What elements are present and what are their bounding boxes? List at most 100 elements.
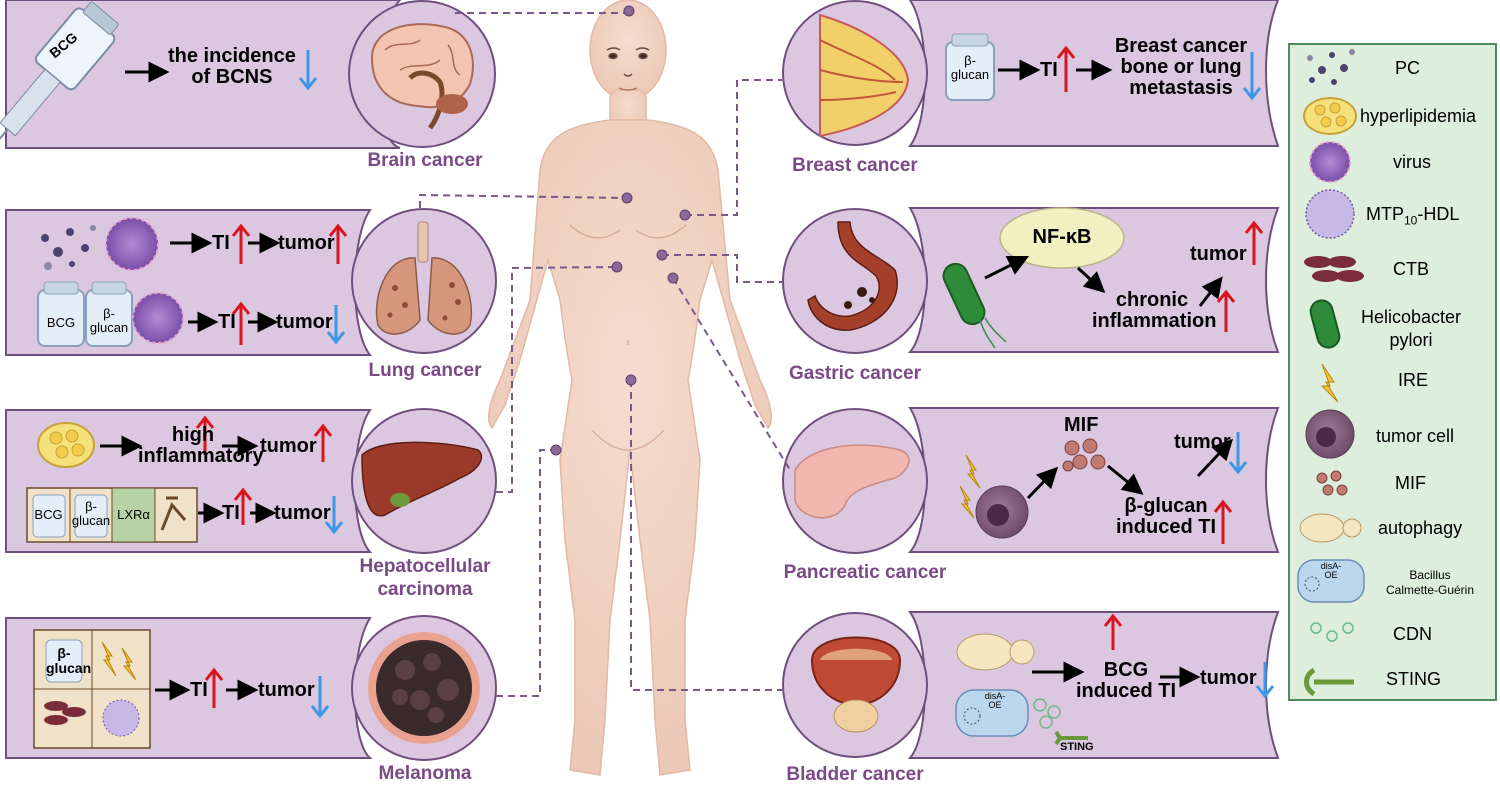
hyperlipidemia-icon (37, 422, 95, 468)
legend-bcg-icon (1297, 559, 1365, 603)
legend-helicobacter: Helicobacter pylori (1356, 306, 1466, 353)
mif-dots-icon (1062, 438, 1106, 472)
breast-outcome-line1: Breast cancer (1114, 35, 1248, 57)
legend-ctb: CTB (1393, 259, 1429, 279)
bladder-caption: Bladder cancer (786, 764, 924, 785)
liver-caption-line2: carcinoma (377, 578, 473, 600)
liver-bglucan-line1: β- (85, 499, 97, 514)
virus-icon-2 (132, 292, 184, 344)
legend-pc: PC (1395, 58, 1421, 78)
up-arrows (195, 45, 1264, 708)
down-arrow-breast (1242, 52, 1262, 101)
liver-caption-line1: Hepatocellular (359, 556, 491, 577)
legend-mif: MIF (1395, 473, 1426, 493)
legend-mtp-main: MTP (1366, 204, 1404, 224)
up-arrow-liver-high (195, 415, 215, 455)
legend-sting-icon (1304, 667, 1354, 697)
liver-organ-icon (361, 441, 483, 517)
down-arrow-brain (298, 50, 318, 91)
human-body (488, 0, 772, 776)
legend-autophagy: autophagy (1378, 518, 1463, 538)
pancreas-organ-icon (794, 444, 910, 519)
breast-bglucan-label: β- glucan (946, 54, 994, 81)
bcg-syringe-icon (0, 1, 119, 150)
pancreatic-bglucan-ti: β-glucan induced TI (1108, 496, 1224, 538)
pc-particles-icon (41, 225, 96, 270)
brain-text: the incidence of BCNS (168, 46, 296, 88)
up-arrow-pancreatic-ti (1213, 499, 1233, 544)
lung-bglucan-line2: glucan (89, 319, 129, 335)
liver-inflammatory: inflammatory (138, 445, 264, 467)
melanoma-bglucan-line2: glucan (46, 659, 92, 676)
bladder-bcg-ti: BCG induced TI (1076, 660, 1176, 702)
down-arrow-lung (326, 305, 346, 345)
lung-caption: Lung cancer (368, 360, 482, 381)
face (606, 47, 650, 91)
bladder-disa: disA- (984, 691, 1006, 701)
bladder-sting-label: STING (1060, 741, 1094, 753)
lung-bglucan-line1: β- (103, 306, 115, 321)
brain-text-line1: the incidence (168, 45, 296, 67)
legend-hp-line2: pylori (1389, 330, 1433, 351)
liver-high-inflammatory: high inflammatory (138, 425, 264, 467)
gastric-nfkb: NF-κB (1032, 226, 1092, 248)
breast-outcome-line3: metastasis (1129, 77, 1233, 99)
cdn-icon (1033, 698, 1061, 729)
pancreatic-tumor-cell-icon (975, 485, 1029, 539)
legend-helicobacter-icon (1309, 299, 1341, 349)
bladder-tumor: tumor (1200, 667, 1257, 689)
melanoma-treatment-grid (33, 629, 151, 749)
legend-disa-label: disA- OE (1316, 561, 1346, 581)
gastric-inflammation-text: chronic inflammation (1092, 289, 1217, 332)
up-arrow-melanoma-ti (204, 667, 224, 708)
legend-hyperlipidemia-icon (1303, 97, 1357, 135)
brain-organ-icon (370, 23, 474, 130)
legend-hp-line1: Helicobacter (1360, 307, 1462, 327)
legend-virus-icon (1309, 141, 1351, 183)
lung-bglucan-label: β- glucan (86, 307, 132, 334)
up-arrow-liver-ti (233, 487, 253, 525)
legend-cdn: CDN (1393, 624, 1432, 644)
gastric-inflammation: inflammation (1092, 310, 1217, 332)
up-arrow-lung-ti (231, 223, 251, 264)
pancreatic-bglucan: β-glucan (1124, 495, 1208, 517)
legend-bcg: Bacillus Calmette-Guérin (1368, 568, 1492, 598)
legend-virus-text: virus (1393, 152, 1432, 172)
gastric-arrow-2 (1076, 266, 1106, 294)
up-arrow-gastric-inflammation (1216, 289, 1236, 332)
gastric-chronic: chronic (1115, 289, 1189, 311)
bcg-bacterium-icon (955, 689, 1029, 737)
bglucan-vial-icon (85, 281, 133, 347)
legend-mtp-hdl-icon (1305, 189, 1355, 239)
legend-disa: disA- (1320, 561, 1342, 571)
liver-bglucan-line2: glucan (71, 512, 111, 528)
liver-bcg-label: BCG (34, 507, 63, 522)
gastric-arrow-3 (1198, 276, 1223, 307)
liver-tumor-2: tumor (274, 502, 331, 524)
legend-ire: IRE (1398, 370, 1429, 390)
legend-hyperlipidemia: hyperlipidemia (1360, 106, 1477, 126)
legend-mtp-sub: 10 (1404, 213, 1418, 228)
up-arrow-lung-tumor (328, 223, 348, 264)
lung-ti-1: TI (212, 232, 230, 254)
connectors (419, 12, 791, 697)
breast-organ-icon (819, 13, 910, 138)
up-arrow-lung-ti-2 (231, 301, 251, 345)
pancreatic-induced-ti: induced TI (1116, 516, 1216, 538)
gastric-caption: Gastric cancer (788, 363, 922, 384)
pancreatic-ire-icon (959, 454, 981, 519)
legend-oe: OE (1324, 570, 1338, 581)
liver-lxr-label: LXRα (117, 507, 150, 522)
breast-bglucan-line2: glucan (950, 66, 990, 82)
breast-ti: TI (1040, 59, 1058, 81)
legend-virus: virus (1393, 152, 1431, 173)
bladder-bcg: BCG (1103, 659, 1149, 681)
autophagy-icon (956, 633, 1035, 671)
lung-bcg-label: BCG (46, 315, 76, 330)
legend-tumor-cell-icon (1305, 409, 1355, 459)
bladder-oe: OE (988, 700, 1002, 711)
legend-pc-icon (1307, 49, 1355, 85)
legend-mtp-hdl: MTP10-HDL (1366, 204, 1459, 228)
